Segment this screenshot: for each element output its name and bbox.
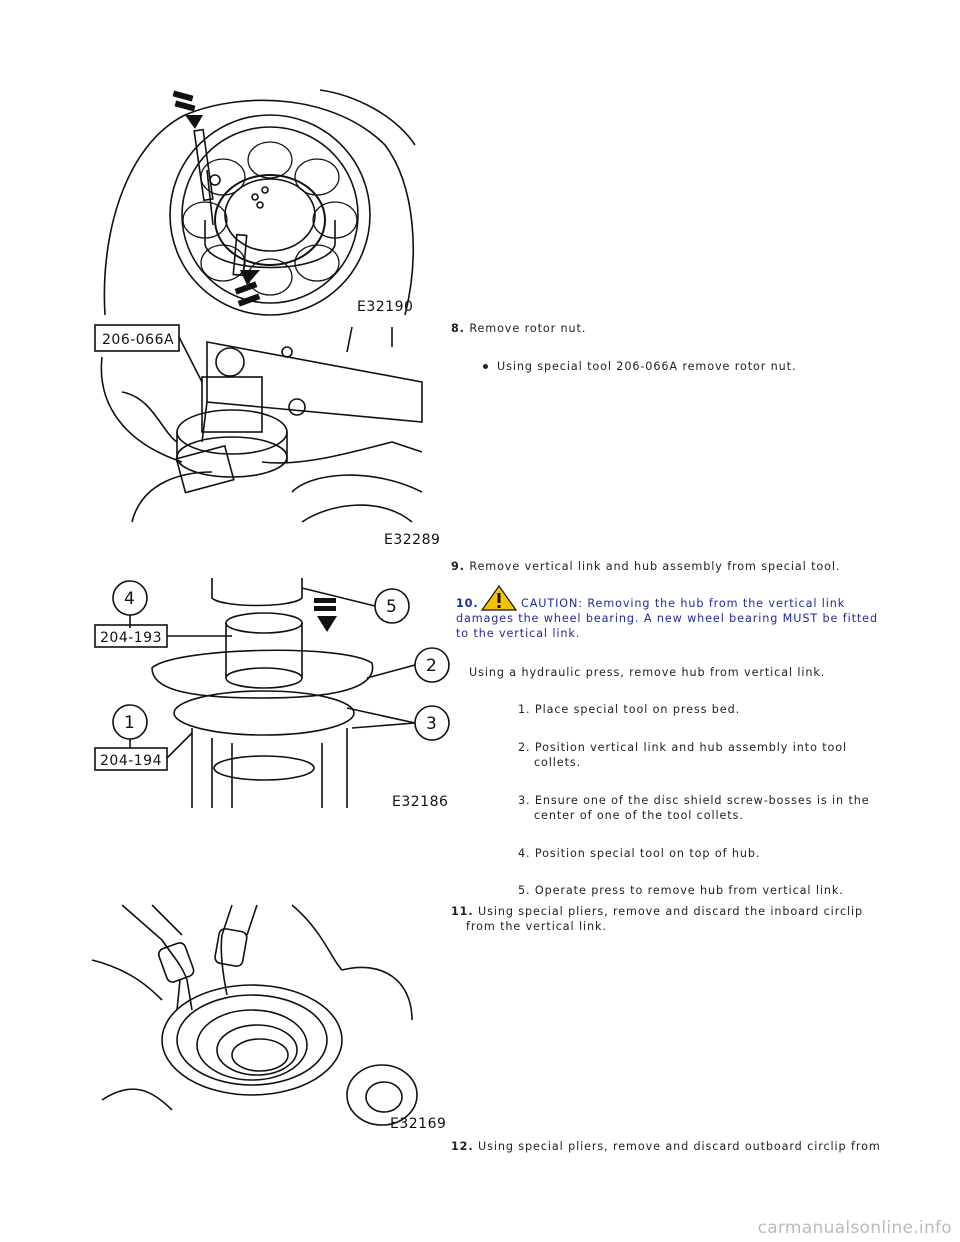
substep-5: 5. Operate press to remove hub from vert… — [518, 884, 844, 897]
figure-e32289: 206-066A E32289 — [92, 322, 440, 548]
caution-line-3: to the vertical link. — [456, 627, 581, 640]
step-text: Using special pliers, remove and discard… — [478, 905, 864, 918]
tool-label: 206-066A — [102, 332, 174, 348]
step-number: 10. — [456, 597, 479, 610]
step-8-bullet: Using special tool 206-066A remove rotor… — [497, 360, 797, 373]
step-12: 12. Using special pliers, remove and dis… — [451, 1140, 881, 1154]
step-number: 12. — [451, 1140, 474, 1153]
warning-icon — [480, 584, 518, 611]
caution-line-1: CAUTION: Removing the hub from the verti… — [521, 597, 846, 610]
substep-2: 2. Position vertical link and hub assemb… — [518, 741, 848, 754]
step-text: Remove rotor nut. — [469, 322, 587, 335]
step-number: 11. — [451, 905, 474, 918]
substep-4: 4. Position special tool on top of hub. — [518, 847, 761, 860]
tool-label-top: 204-193 — [100, 630, 162, 646]
step-11: 11. Using special pliers, remove and dis… — [451, 905, 863, 919]
figure-label: E32169 — [390, 1116, 446, 1132]
step-number: 8. — [451, 322, 465, 335]
watermark: carmanualsonline.info — [757, 1218, 952, 1238]
step-9: 9. Remove vertical link and hub assembly… — [451, 560, 840, 574]
figure-e32190: E32190 — [95, 85, 425, 316]
bullet-icon — [483, 364, 488, 369]
callout-2: 2 — [426, 656, 437, 676]
figure-label: E32190 — [357, 299, 413, 315]
step-10-intro: Using a hydraulic press, remove hub from… — [469, 666, 826, 679]
callout-4: 4 — [124, 589, 135, 609]
figure-label: E32289 — [384, 532, 440, 548]
tool-label-bottom: 204-194 — [100, 753, 162, 769]
callout-1: 1 — [124, 713, 135, 733]
step-text: Remove vertical link and hub assembly fr… — [469, 560, 841, 573]
substep-3-cont: center of one of the tool collets. — [534, 809, 744, 822]
substep-2-cont: collets. — [534, 756, 582, 769]
figure-label: E32186 — [392, 794, 448, 810]
figure-e32169: E32169 — [91, 900, 446, 1132]
substep-1: 1. Place special tool on press bed. — [518, 703, 741, 716]
step-number: 9. — [451, 560, 465, 573]
step-11-cont: from the vertical link. — [466, 920, 607, 933]
callout-3: 3 — [426, 714, 437, 734]
step-8: 8. Remove rotor nut. — [451, 322, 586, 336]
step-text: Using special pliers, remove and discard… — [478, 1140, 881, 1153]
figure-e32186: 4 5 2 3 1 204-193 204-194 E32186 — [92, 578, 452, 810]
caution-line-2: damages the wheel bearing. A new wheel b… — [456, 612, 878, 625]
callout-5: 5 — [386, 597, 397, 617]
substep-3: 3. Ensure one of the disc shield screw-b… — [518, 794, 870, 807]
